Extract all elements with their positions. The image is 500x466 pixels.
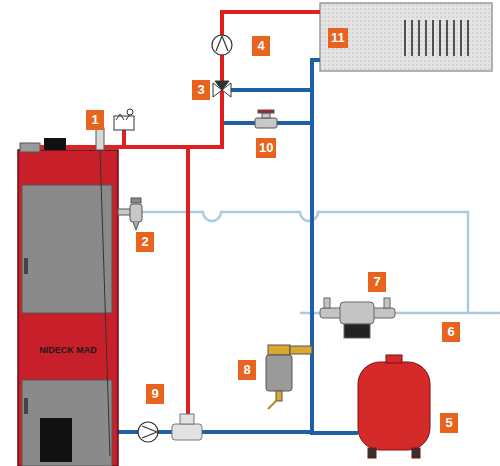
- boiler: [22, 380, 112, 466]
- callout-number: 9: [146, 384, 164, 404]
- radiator-fin: [425, 20, 427, 56]
- boiler: [44, 138, 66, 150]
- three-way-valve: [215, 81, 229, 90]
- boiler-body: NIDECK MAD: [18, 150, 118, 466]
- callout-number: 10: [256, 138, 276, 158]
- return-pump: [138, 422, 158, 442]
- circulation-pump: [212, 35, 232, 55]
- radiator-fin: [446, 20, 448, 56]
- safety-group: [127, 109, 133, 115]
- water-supply-pipe: [117, 212, 468, 313]
- dirt-separator: [266, 345, 312, 409]
- callout-number: 5: [440, 413, 458, 433]
- mixing-valve: [172, 424, 202, 440]
- circulation-pump: [212, 35, 232, 55]
- boiler: [24, 398, 28, 414]
- backflow-preventer: [340, 302, 374, 324]
- callout-number: 11: [328, 28, 348, 48]
- backflow-preventer: [324, 298, 330, 308]
- flow-pipe: [26, 12, 320, 152]
- radiator-fin: [439, 20, 441, 56]
- dirt-separator: [268, 345, 290, 355]
- radiator-fin: [460, 20, 462, 56]
- three-way-valve: [213, 81, 231, 97]
- ball-valve: [262, 113, 270, 118]
- expansion-vessel: [412, 448, 420, 458]
- brand-name: NIDECK MAD: [18, 345, 118, 355]
- radiator-fin: [411, 20, 413, 56]
- callout-number: 7: [368, 272, 386, 292]
- radiator: [320, 3, 492, 71]
- radiator-fin: [453, 20, 455, 56]
- radiator-fin: [404, 20, 406, 56]
- backflow-preventer: [320, 298, 395, 338]
- fill-drain-valve: [118, 198, 142, 230]
- water-supply-pipe: [117, 212, 500, 313]
- mixing-valve: [172, 414, 202, 440]
- safety-group: [116, 114, 130, 120]
- dirt-separator: [276, 391, 282, 401]
- radiator-fin: [418, 20, 420, 56]
- radiator: [405, 20, 468, 56]
- return-pipe: [230, 88, 312, 92]
- dirt-separator: [290, 346, 312, 354]
- callout-number: 1: [86, 110, 104, 130]
- safety-group: [114, 109, 134, 130]
- fill-drain-valve: [133, 222, 139, 230]
- return-pump: [142, 426, 157, 438]
- mixing-valve: [180, 414, 194, 424]
- boiler: [24, 258, 28, 274]
- radiator-fin: [467, 20, 469, 56]
- boiler: [100, 150, 110, 456]
- flow-pipe: [186, 147, 190, 424]
- expansion-vessel: [386, 355, 402, 363]
- callout-number: 8: [238, 360, 256, 380]
- dirt-separator: [268, 401, 276, 409]
- boiler: [40, 418, 72, 462]
- expansion-vessel: [358, 355, 430, 458]
- callout-number: 4: [252, 36, 270, 56]
- flow-pipe: [122, 130, 126, 147]
- ball-valve: [255, 118, 277, 128]
- boiler: [22, 185, 112, 313]
- radiator-fin: [432, 20, 434, 56]
- return-pump: [138, 422, 158, 442]
- boiler: [20, 143, 40, 152]
- ball-valve: [258, 110, 274, 113]
- callout-number: 6: [442, 322, 460, 342]
- fill-drain-valve: [130, 204, 142, 222]
- return-pipe: [312, 60, 358, 433]
- circulation-pump: [216, 36, 228, 51]
- boiler: [96, 128, 104, 150]
- backflow-preventer: [384, 298, 390, 308]
- expansion-vessel: [358, 362, 430, 450]
- boiler: [18, 150, 118, 466]
- callout-number: 2: [136, 232, 154, 252]
- backflow-preventer: [344, 324, 370, 338]
- return-pipe: [117, 60, 358, 433]
- radiator: [320, 3, 492, 71]
- dirt-separator: [266, 355, 292, 391]
- boiler: [18, 128, 118, 466]
- callout-number: 3: [192, 80, 210, 100]
- ball-valve: [255, 110, 277, 128]
- fill-drain-valve: [131, 198, 141, 203]
- expansion-vessel: [368, 448, 376, 458]
